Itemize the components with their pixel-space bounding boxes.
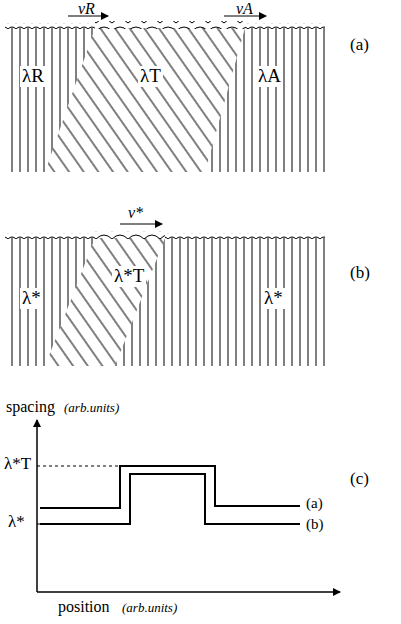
axis-title: position <box>58 598 110 616</box>
panel-label: (a) <box>350 36 369 55</box>
spacing-plot <box>37 420 340 592</box>
curve-label: (a) <box>306 495 323 512</box>
curve-label: (b) <box>306 516 324 533</box>
panel-label: (c) <box>350 470 369 489</box>
spacing-label: λ* <box>262 288 285 309</box>
velocity-label: vA <box>236 0 253 18</box>
spacing-label: λA <box>256 66 283 87</box>
panel-b-lamellae <box>5 224 325 366</box>
panel-a-lamellae <box>5 16 325 172</box>
spacing-label: λT <box>138 66 163 87</box>
axis-units: (arb.units) <box>122 601 177 615</box>
panel-label: (b) <box>350 264 370 283</box>
velocity-label: vR <box>78 0 95 18</box>
spacing-label: λ*T <box>112 266 146 287</box>
velocity-label: v* <box>128 204 143 222</box>
axis-units: (arb.units) <box>64 401 119 415</box>
spacing-label: λR <box>20 66 46 87</box>
spacing-label: λ* <box>20 288 43 309</box>
axis-title: spacing <box>6 398 55 416</box>
level-label: λ*T <box>4 455 31 474</box>
level-label: λ* <box>8 513 25 532</box>
